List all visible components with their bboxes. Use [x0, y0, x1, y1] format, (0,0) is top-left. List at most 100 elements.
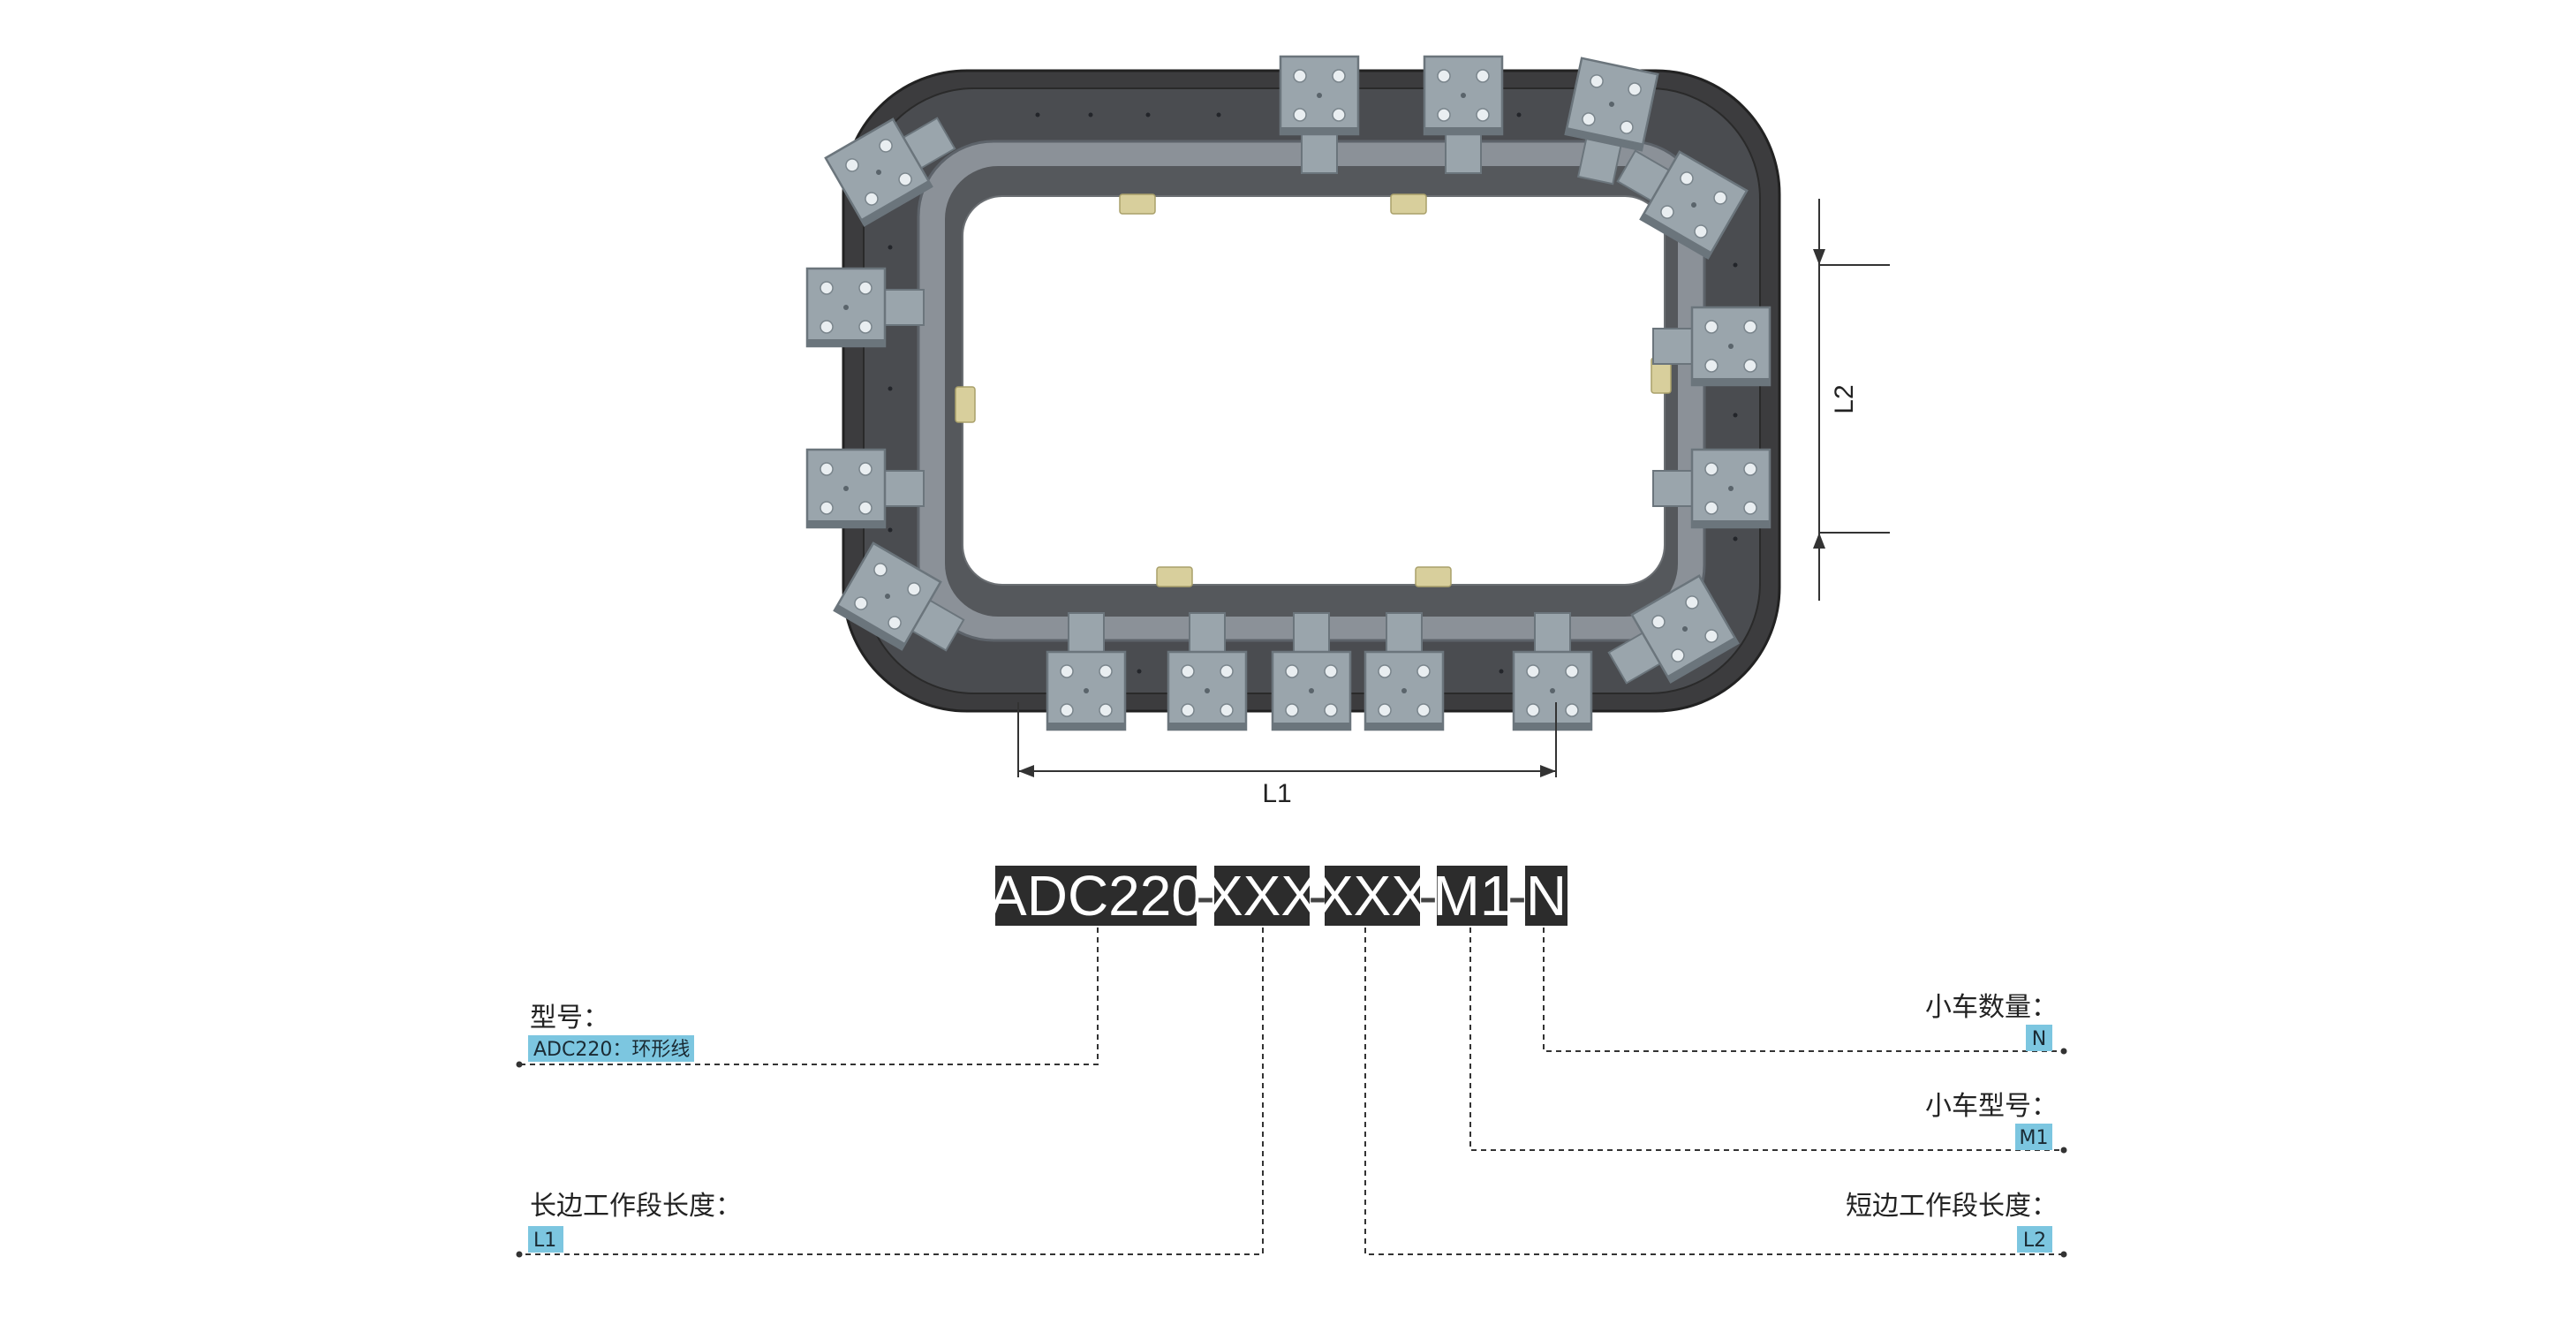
carriage-center-hole	[1728, 486, 1734, 491]
inner-brackets	[955, 193, 1672, 587]
carriage-bolt	[1660, 205, 1674, 219]
carriage-edge	[1692, 378, 1770, 385]
carriage-bolt	[1332, 69, 1346, 83]
carriage-center-hole	[1317, 93, 1322, 98]
carriage-edge	[1692, 520, 1770, 527]
carriage-bolt	[1285, 664, 1299, 678]
carriage	[1423, 55, 1504, 174]
dimension-label-l1: L1	[1262, 779, 1291, 808]
carriage-edge	[1565, 127, 1643, 151]
carriage-bolt	[1437, 69, 1451, 83]
carriage-edge	[1168, 723, 1246, 730]
tag-model-bg	[528, 1035, 694, 1062]
carriage-bolt	[1671, 648, 1685, 662]
code-text-cart-count: N	[1526, 864, 1567, 928]
carriage-bolt	[1651, 615, 1666, 629]
carriage-edge	[807, 339, 885, 346]
carriage-bolt	[1694, 224, 1708, 238]
carriage-bolt	[1713, 191, 1727, 205]
label-long-length: 长边工作段长度：	[530, 1191, 742, 1222]
carriage	[1364, 612, 1445, 731]
carriage-edge	[1640, 213, 1712, 259]
carriage-bolt	[1680, 171, 1694, 186]
carriage-edge	[1365, 723, 1443, 730]
tag-cart-count-bg	[2026, 1025, 2052, 1051]
carriage	[1279, 55, 1360, 174]
carriage-bolt	[845, 158, 859, 172]
carriage	[1607, 574, 1740, 685]
carriage-bolt	[879, 139, 893, 153]
tag-cart-model-value: M1	[2020, 1127, 2049, 1149]
carriage-bolt	[1704, 320, 1719, 334]
label-model: 型号：	[530, 1003, 609, 1034]
carriage-edge	[1047, 723, 1125, 730]
carriage-bolt	[1437, 108, 1451, 122]
tag-cart-model-bg	[2015, 1124, 2052, 1150]
carriage-bolt	[865, 192, 879, 206]
carriage-bolt	[1704, 629, 1719, 643]
code-separator: -	[1507, 864, 1526, 928]
carriage	[805, 448, 925, 529]
carriage-bolt	[1582, 112, 1596, 126]
carriage-center-hole	[843, 486, 849, 491]
code-box-series	[995, 866, 1197, 926]
carriage-bolt	[1476, 69, 1490, 83]
carriage-bolt	[1181, 703, 1195, 717]
carriage-bolt	[1378, 664, 1392, 678]
carriage-center-hole	[1401, 688, 1407, 693]
carriage-edge	[1273, 723, 1350, 730]
carriage-group	[805, 55, 1771, 731]
carriage-bolt	[1590, 74, 1604, 88]
dimension-l1	[1017, 702, 1557, 777]
carriage-center-hole	[1461, 93, 1466, 98]
carriage-bolt	[1743, 320, 1757, 334]
carriage-bolt	[873, 563, 888, 577]
code-separator: -	[1196, 864, 1214, 928]
carriage-edge	[1280, 127, 1358, 134]
carriage-center-hole	[1728, 344, 1734, 349]
carriage-bolt	[1743, 359, 1757, 373]
carriage-edge	[860, 180, 933, 226]
carriage-bolt	[1704, 359, 1719, 373]
carriage-bolt	[888, 616, 902, 630]
carriage-bolt	[1565, 703, 1579, 717]
carriage	[833, 541, 965, 652]
carriage	[824, 117, 956, 227]
carriage-bolt	[1099, 703, 1113, 717]
carriage-center-hole	[843, 305, 849, 310]
leader-cart-model	[1469, 928, 2062, 1151]
carriage	[1652, 448, 1771, 529]
carriage-bolt	[1324, 703, 1338, 717]
code-text-long: XXX	[1205, 864, 1318, 928]
carriage-bolt	[858, 281, 873, 295]
tag-long-length-bg	[528, 1226, 563, 1253]
label-short-length: 短边工作段长度：	[1846, 1191, 2058, 1222]
carriage-bolt	[820, 501, 834, 515]
carriage	[1046, 612, 1127, 731]
track-inner-opening	[962, 195, 1666, 586]
carriage	[1167, 612, 1248, 731]
carriage-center-hole	[1084, 688, 1089, 693]
carriage-bolt	[1743, 462, 1757, 476]
code-box-cart-model	[1437, 866, 1507, 926]
carriage-edge	[834, 604, 906, 650]
carriage-bolt	[1620, 120, 1634, 134]
model-code: ADC220 - XXX - XXX - M1 - N	[989, 864, 1568, 928]
carriage-bolt	[1416, 664, 1431, 678]
carriage-edge	[1666, 637, 1739, 683]
carriage-bolt	[1743, 501, 1757, 515]
carriage-center-hole	[1691, 202, 1696, 208]
ring-track	[842, 69, 1781, 713]
label-cart-model: 小车型号：	[1925, 1091, 2058, 1122]
carriage	[1652, 306, 1771, 387]
carriage-bolt	[1685, 595, 1699, 610]
carriage-center-hole	[1205, 688, 1210, 693]
carriage-bolt	[1628, 82, 1642, 96]
carriage	[1512, 612, 1593, 731]
carriage-bolt	[1704, 501, 1719, 515]
carriage	[1271, 612, 1352, 731]
leader-long-length	[521, 928, 1264, 1255]
carriage-center-hole	[876, 170, 881, 175]
carriage-bolt	[907, 582, 921, 596]
carriage-bolt	[1099, 664, 1113, 678]
